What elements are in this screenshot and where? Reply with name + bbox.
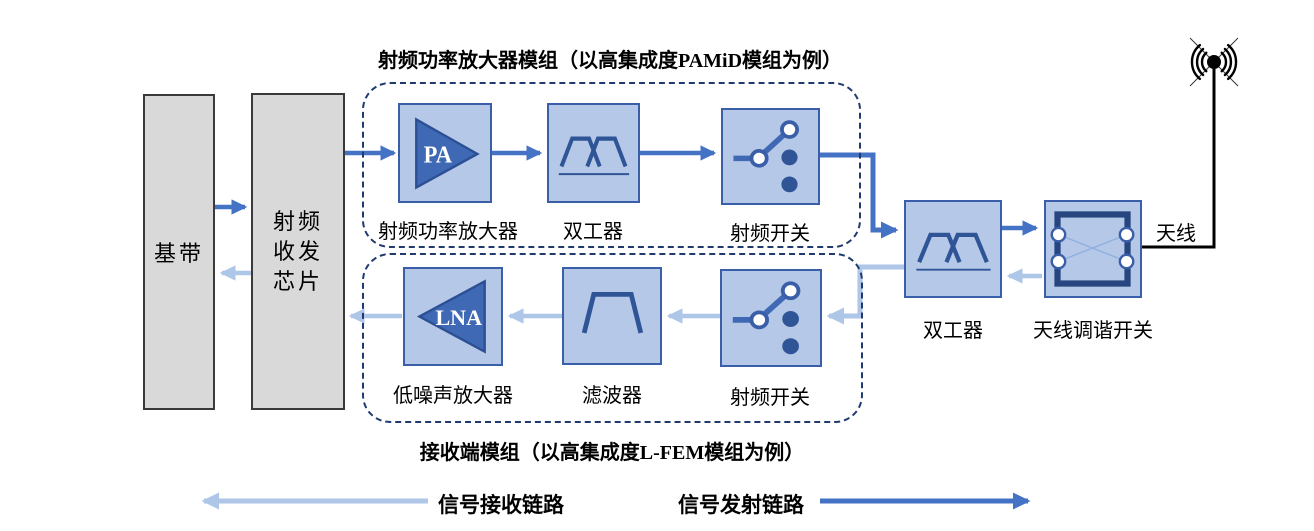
transceiver-box: 射频 收发 芯片 [251, 93, 345, 410]
antenna-tuner-box [1044, 200, 1142, 298]
pa-symbol-text: PA [424, 142, 453, 169]
antenna-icon [1189, 37, 1239, 87]
rf-switch-icon [733, 120, 799, 193]
lna-icon: LNA [416, 279, 486, 354]
antenna-tuning-switch-icon [1050, 211, 1135, 287]
pa-label: 射频功率放大器 [378, 221, 518, 243]
baseband-label: 基带 [153, 241, 204, 266]
lfem-module-title: 接收端模组（以高集成度L-FEM模组为例） [419, 442, 805, 464]
rf-switch-bottom-box [720, 269, 822, 367]
duplexer-top-label: 双工器 [563, 221, 623, 243]
duplexer-top-box [547, 103, 640, 203]
filter-box [562, 267, 662, 365]
bandpass-filter-icon [581, 292, 644, 334]
filter-label: 滤波器 [582, 385, 642, 407]
transceiver-label: 射频 收发 芯片 [272, 208, 323, 294]
duplexer-icon [916, 232, 991, 271]
baseband-box: 基带 [143, 94, 215, 410]
lna-label: 低噪声放大器 [393, 385, 513, 407]
antenna-label: 天线 [1156, 223, 1196, 245]
rf-switch-bottom-label: 射频开关 [730, 387, 810, 409]
pa-amplifier-box: PA [398, 103, 492, 203]
lna-symbol-text: LNA [435, 305, 482, 330]
rf-switch-icon [732, 281, 801, 355]
antenna-tuner-label: 天线调谐开关 [1033, 320, 1153, 342]
rf-switch-top-box [721, 108, 820, 205]
duplexer-right-box [904, 200, 1002, 298]
pa-amplifier-icon: PA [415, 117, 480, 190]
pamid-module-outline [362, 82, 861, 248]
duplexer-icon [558, 136, 630, 176]
pamid-module-title: 射频功率放大器模组（以高集成度PAMiD模组为例） [377, 50, 843, 72]
lna-box: LNA [403, 267, 503, 366]
legend-transmit-label: 信号发射链路 [678, 493, 804, 517]
lfem-module-outline [362, 253, 863, 423]
legend-receive-label: 信号接收链路 [438, 493, 564, 517]
duplexer-right-label: 双工器 [923, 320, 983, 342]
rf-switch-top-label: 射频开关 [730, 223, 810, 245]
